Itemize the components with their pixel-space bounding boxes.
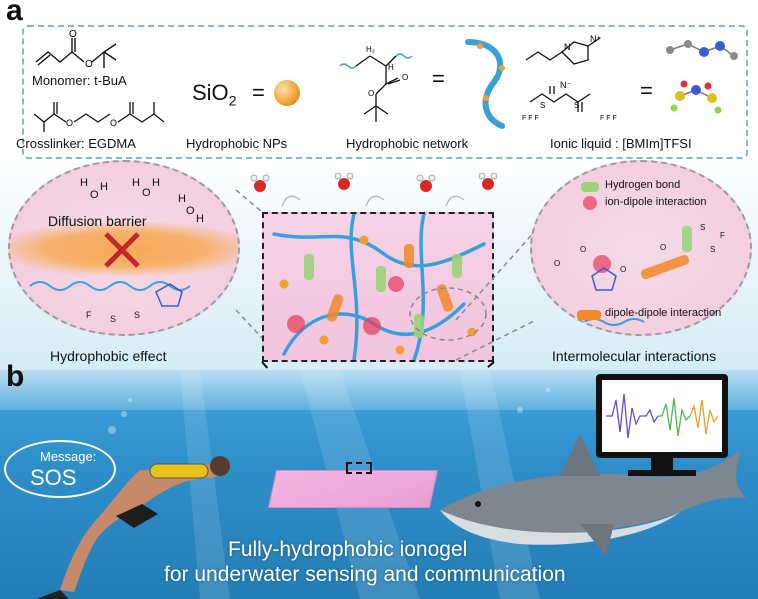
ionogel-sheet	[267, 470, 439, 508]
svg-text:S: S	[540, 101, 545, 110]
monitor-screen	[602, 380, 722, 452]
svg-text:H: H	[152, 177, 160, 189]
svg-text:F: F	[720, 231, 725, 240]
svg-text:O: O	[66, 118, 73, 128]
svg-text:O: O	[660, 243, 666, 252]
dipole-dipole-legend-swatch	[577, 310, 601, 320]
svg-text:H: H	[100, 181, 108, 193]
monitor-stand	[651, 458, 673, 472]
diver	[36, 456, 230, 599]
dipole-dipole-legend-label: dipole-dipole interaction	[605, 307, 722, 319]
svg-text:H: H	[178, 193, 186, 205]
np-equals: =	[252, 80, 265, 105]
svg-text:O: O	[620, 265, 626, 274]
ionic-liquid-ball-model	[666, 40, 738, 114]
svg-text:N⁺: N⁺	[590, 34, 601, 44]
network-schematic	[465, 39, 505, 129]
monomer-structure: O O	[35, 30, 117, 70]
svg-text:O: O	[142, 187, 151, 199]
svg-text:O: O	[85, 59, 93, 70]
svg-text:O: O	[186, 205, 195, 217]
ionogel-zoom-marker	[346, 462, 372, 474]
svg-text:F F F: F F F	[522, 115, 539, 122]
hbond-legend-swatch	[581, 182, 599, 192]
ionic-liquid-structure: N N⁺ N⁻ S S F F F F F F	[522, 34, 617, 122]
subtitle-line-1: Fully-hydrophobic ionogel	[228, 538, 468, 561]
signal-waveform	[606, 393, 719, 439]
svg-text:S: S	[574, 101, 579, 110]
shark	[440, 434, 746, 556]
monitor	[596, 374, 728, 458]
svg-text:O: O	[554, 259, 560, 268]
message-text: SOS	[30, 465, 77, 490]
silica-nanoparticle	[274, 80, 300, 106]
hbond-legend-label: Hydrogen bond	[605, 179, 681, 191]
intermolecular-caption: Intermolecular interactions	[552, 348, 717, 364]
message-label: Message:	[40, 449, 97, 464]
svg-text:H₂: H₂	[366, 45, 375, 54]
panel-label-b: b	[6, 360, 25, 393]
svg-text:H: H	[196, 213, 204, 225]
crosslinker-structure: O O	[33, 102, 165, 132]
svg-text:S: S	[710, 245, 715, 254]
svg-text:O: O	[580, 245, 586, 254]
monitor-base	[628, 470, 696, 476]
network-label: Hydrophobic network	[346, 136, 469, 151]
svg-text:N⁻: N⁻	[560, 80, 571, 90]
svg-text:H: H	[80, 177, 88, 189]
ionic-liquid-equals: =	[640, 78, 653, 103]
diffusion-barrier-label: Diffusion barrier	[48, 213, 147, 229]
svg-text:S: S	[700, 223, 705, 232]
monomer-label: Monomer: t-BuA	[32, 73, 127, 88]
svg-text:O: O	[69, 30, 77, 40]
svg-text:S: S	[134, 310, 140, 320]
svg-text:O: O	[402, 73, 408, 82]
svg-text:O: O	[90, 189, 99, 201]
legend-box	[22, 25, 748, 159]
svg-text:H: H	[132, 177, 140, 189]
ionic-liquid-label: Ionic liquid : [BMIm]TFSI	[550, 136, 692, 151]
central-zoom-box	[262, 212, 494, 362]
panel-label-a: a	[6, 0, 23, 27]
crosslinker-label: Crosslinker: EGDMA	[16, 136, 136, 151]
network-equals: =	[432, 66, 445, 91]
network-detail	[272, 214, 487, 360]
np-label: Hydrophobic NPs	[186, 136, 288, 151]
escaping-water	[250, 172, 498, 207]
hydrophobic-effect-caption: Hydrophobic effect	[50, 348, 167, 364]
svg-text:S: S	[110, 314, 116, 324]
water-molecules: HOH HOH HOH	[80, 177, 204, 225]
svg-text:O: O	[110, 118, 117, 128]
subtitle-line-2: for underwater sensing and communication	[164, 563, 566, 586]
np-formula: SiO2	[192, 80, 237, 109]
svg-text:O: O	[368, 89, 374, 98]
svg-text:F: F	[86, 310, 92, 320]
barrier-cross	[104, 232, 140, 268]
ion-dipole-legend-label: ion-dipole interaction	[605, 196, 707, 208]
message-bubble	[4, 440, 116, 498]
svg-text:N: N	[564, 42, 571, 52]
svg-text:F F F: F F F	[600, 115, 617, 122]
svg-text:H: H	[388, 63, 394, 72]
ion-dipole-legend-swatch	[583, 196, 597, 210]
network-structure: H₂ H O O	[339, 45, 413, 122]
